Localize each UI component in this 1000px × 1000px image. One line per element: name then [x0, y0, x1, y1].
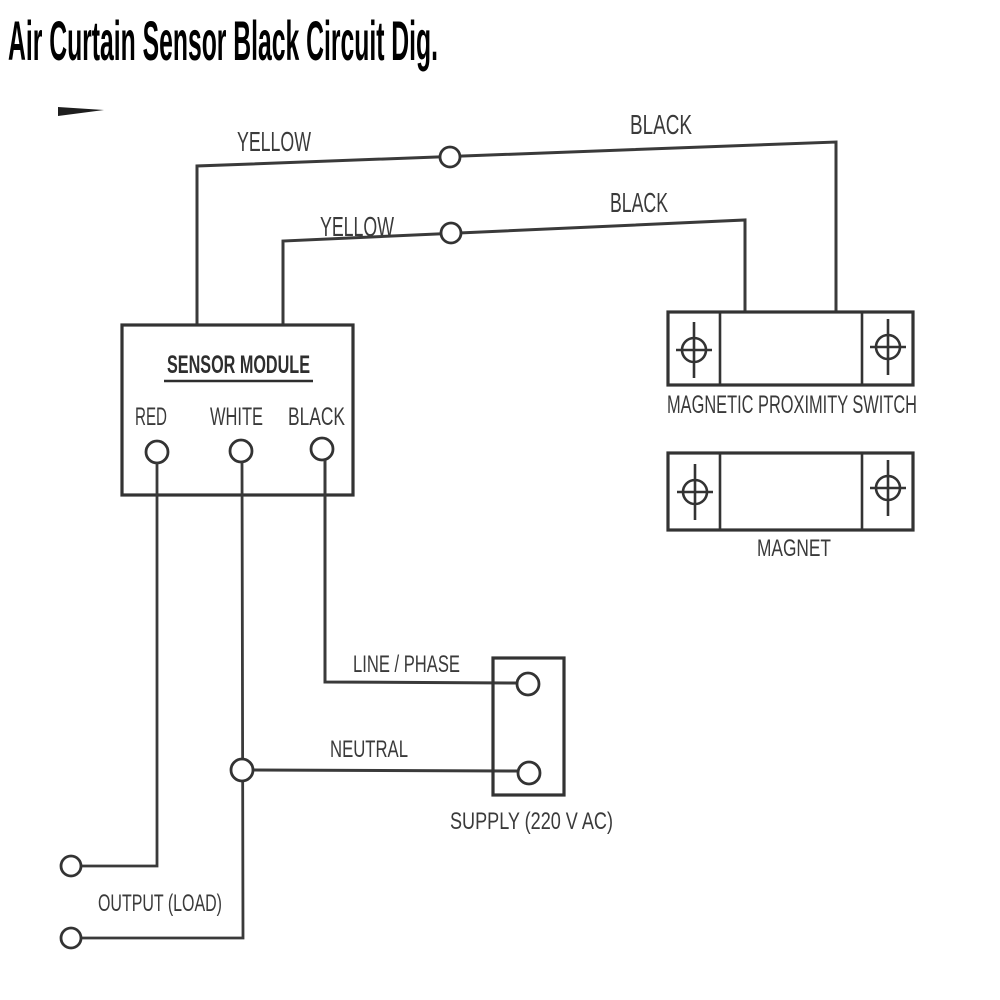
scan-artifact-mark	[58, 107, 104, 116]
supply: SUPPLY (220 V AC)	[450, 656, 613, 835]
screw-symbol-icon	[677, 464, 713, 520]
wire-black-to-supply	[323, 460, 518, 685]
wire-connector-circle-mid	[439, 221, 463, 245]
sensor-module-box	[120, 323, 355, 497]
terminal-circle-red	[144, 439, 170, 465]
output-terminal-bottom	[59, 926, 83, 950]
wire-yellow-black-top: YELLOW BLACK	[195, 109, 838, 325]
magnet-label: MAGNET	[757, 535, 831, 562]
sensor-module: SENSOR MODULE RED WHITE BLACK	[120, 323, 355, 497]
wire-red-to-output	[81, 463, 159, 868]
supply-terminal-line	[515, 671, 541, 697]
terminal-label-white: WHITE	[210, 403, 263, 431]
magnet: MAGNET	[666, 451, 915, 562]
proximity-switch-box	[666, 310, 915, 387]
sensor-module-title: SENSOR MODULE	[167, 351, 310, 379]
wire-path-mid	[281, 218, 747, 325]
terminal-circle-white	[228, 438, 254, 464]
wire-white-to-output	[81, 461, 245, 940]
output-label: OUTPUT (LOAD)	[98, 890, 222, 917]
wire-neutral	[252, 768, 518, 773]
wire-label-line-phase: LINE / PHASE	[353, 651, 460, 678]
output-terminal-top	[59, 854, 83, 878]
magnet-box	[666, 451, 915, 532]
wire-label-black-top: BLACK	[630, 109, 692, 140]
terminal-circle-black	[309, 436, 335, 462]
wire-label-black-mid: BLACK	[610, 187, 668, 218]
screw-symbol-icon	[870, 319, 906, 375]
wire-connector-circle-top	[438, 145, 462, 169]
wire-path-top	[195, 140, 838, 325]
wire-label-yellow-mid: YELLOW	[320, 211, 394, 242]
neutral-junction-circle	[229, 757, 255, 783]
supply-terminal-neutral	[516, 760, 542, 786]
terminal-label-black: BLACK	[288, 403, 345, 431]
wire-label-neutral: NEUTRAL	[330, 736, 408, 763]
magnetic-proximity-switch: MAGNETIC PROXIMITY SWITCH	[666, 310, 917, 419]
terminal-label-red: RED	[135, 403, 167, 431]
screw-symbol-icon	[676, 322, 712, 378]
screw-symbol-icon	[870, 460, 906, 516]
wire-label-yellow-top: YELLOW	[237, 126, 311, 157]
supply-label: SUPPLY (220 V AC)	[450, 808, 613, 835]
wire-yellow-black-mid: YELLOW BLACK	[281, 187, 747, 325]
output-load: OUTPUT (LOAD)	[59, 854, 222, 950]
supply-box	[491, 656, 566, 797]
proximity-switch-label: MAGNETIC PROXIMITY SWITCH	[667, 391, 917, 419]
page-title: Air Curtain Sensor Black Circuit Dig.	[8, 9, 438, 72]
